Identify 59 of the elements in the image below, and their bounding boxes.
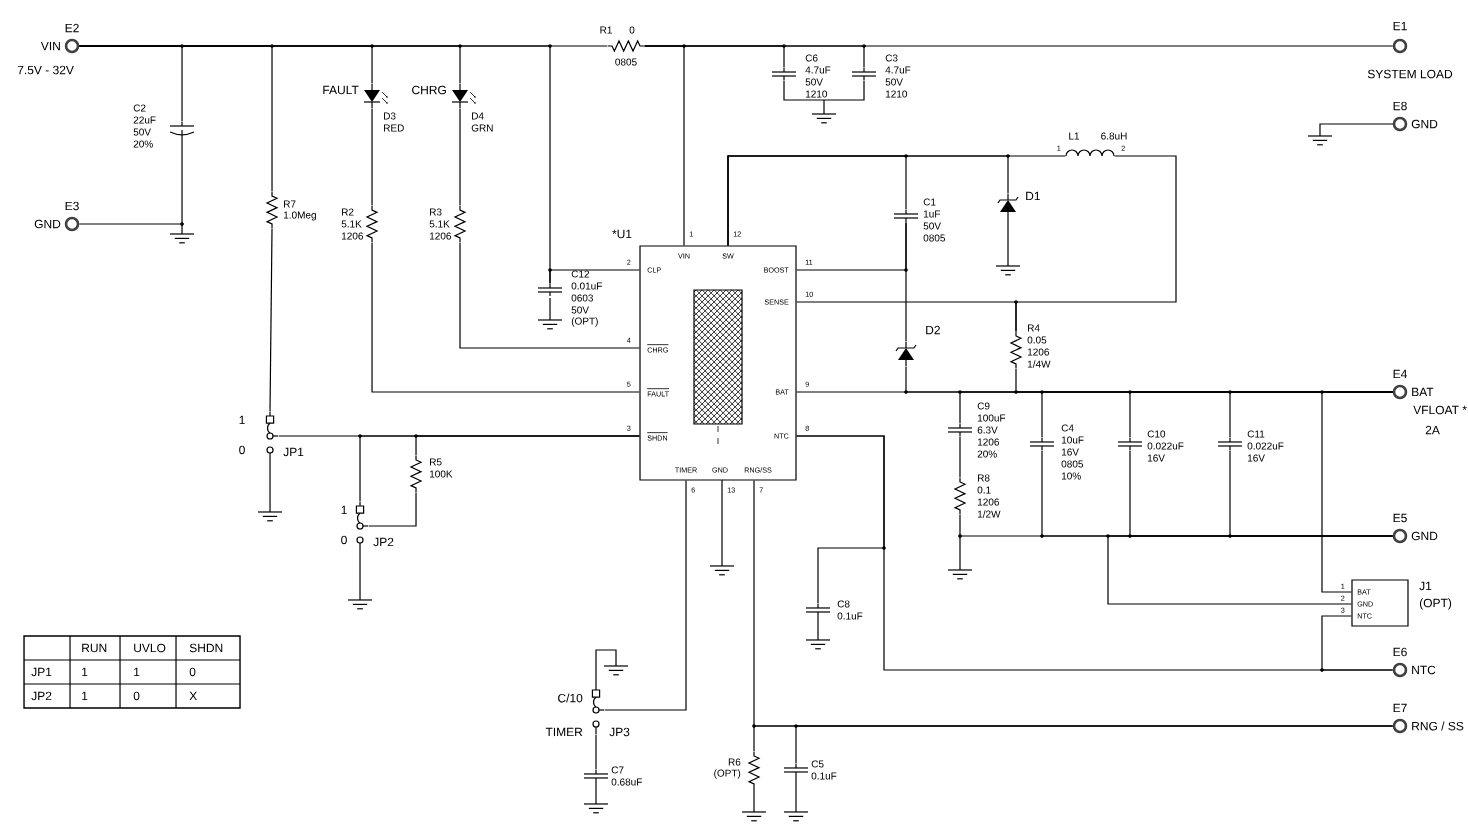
capacitor-symbol [1117, 437, 1143, 451]
resistor-symbol [1009, 331, 1023, 369]
wire [644, 45, 1394, 47]
wire [269, 228, 273, 412]
wire [1107, 535, 1394, 605]
diode-symbol [997, 193, 1019, 219]
terminal-symbol [1392, 528, 1408, 544]
terminal-symbol [1392, 38, 1408, 54]
wire [371, 108, 373, 206]
capacitor-symbol [583, 769, 609, 783]
wire [796, 301, 1017, 332]
diode-symbol [895, 341, 917, 367]
resistor-symbol [409, 455, 423, 493]
capacitor-symbol [1029, 437, 1055, 451]
resistor-symbol [953, 477, 967, 515]
resistor-symbol [453, 205, 467, 243]
capacitor-symbol [169, 121, 195, 136]
terminal-symbol [1392, 116, 1408, 132]
wire [415, 435, 640, 456]
terminal-symbol [64, 38, 80, 54]
terminal-symbol [1392, 384, 1408, 400]
wire [905, 222, 907, 342]
terminal-symbol [1392, 718, 1408, 734]
terminal-symbol [1392, 662, 1408, 678]
capacitor-symbol [805, 603, 831, 617]
wire [1321, 391, 1394, 593]
capacitor-symbol [947, 423, 973, 437]
jumper-symbol [355, 501, 369, 551]
wire [727, 155, 1066, 246]
capacitor-symbol [537, 283, 563, 297]
wire [795, 725, 1394, 764]
wire [78, 134, 183, 225]
resistor-symbol [265, 191, 279, 229]
wire [783, 80, 865, 101]
wire [549, 269, 640, 284]
wire [604, 480, 687, 711]
wire [368, 492, 417, 527]
resistor-symbol [747, 751, 761, 789]
connector-symbol [1351, 579, 1409, 627]
ic-package [639, 245, 797, 481]
inductor-symbol [1065, 149, 1115, 157]
jumper-symbol [265, 411, 279, 461]
capacitor-symbol [851, 67, 877, 81]
resistor-symbol [607, 39, 645, 53]
wire [371, 242, 640, 393]
capacitor-symbol [783, 763, 809, 777]
capacitor-symbol [893, 209, 919, 223]
capacitor-symbol [1217, 437, 1243, 451]
capacitor-symbol [771, 67, 797, 81]
wire [595, 734, 597, 770]
ic-package [693, 289, 743, 445]
wire [459, 108, 461, 206]
wire [459, 242, 640, 349]
terminal-symbol [64, 216, 80, 232]
wire [796, 435, 885, 604]
wire [959, 436, 961, 478]
resistor-symbol [365, 205, 379, 243]
jumper-symbol [591, 685, 605, 735]
wire [78, 45, 608, 47]
